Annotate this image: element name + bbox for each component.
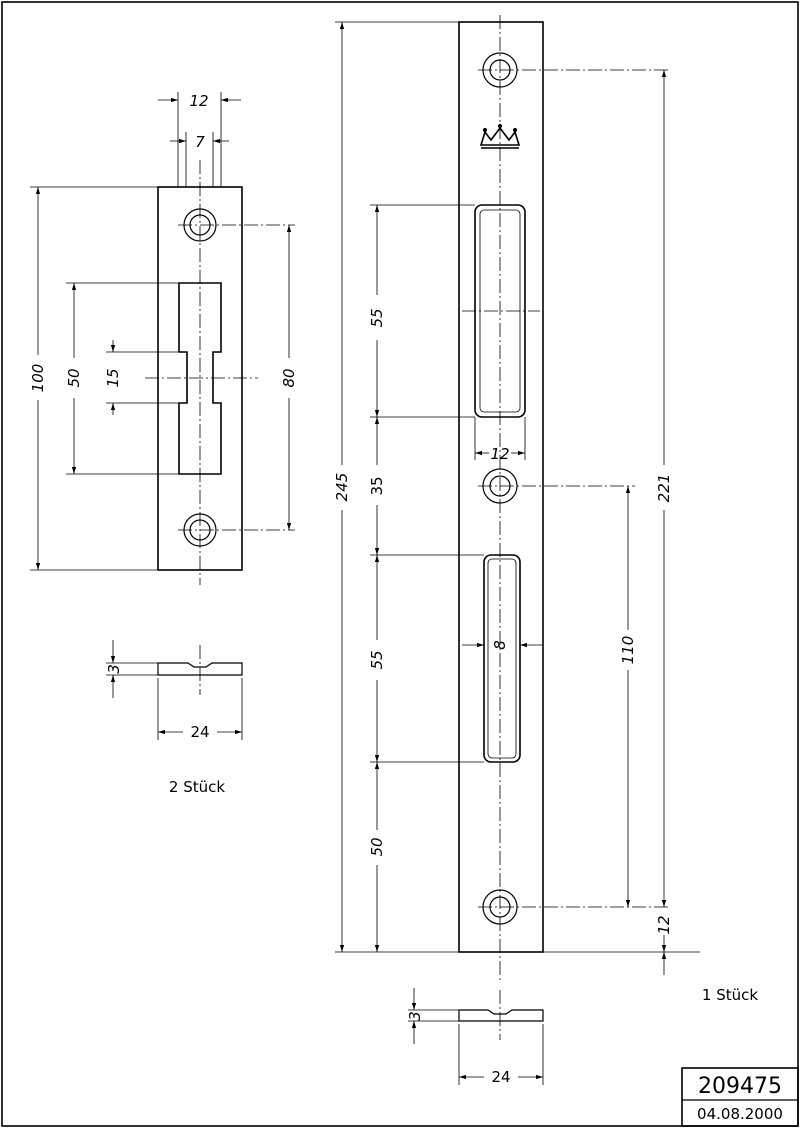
- drawing-number: 209475: [698, 1074, 782, 1099]
- long-section-profile: [458, 1009, 544, 1022]
- long-plate-view: 245 55 35 55 50 12 8 221 110: [333, 15, 700, 980]
- dim-small-height: 100: [29, 364, 47, 393]
- dim-small-notch: 15: [104, 368, 122, 387]
- small-section-profile: [157, 662, 243, 676]
- dim-small-slot-width: 7: [195, 133, 205, 151]
- dim-long-thickness: 3: [406, 1011, 424, 1021]
- drawing-date: 04.08.2000: [697, 1105, 783, 1123]
- long-plate-lower-slot: [483, 554, 521, 763]
- dim-long-bottom: 50: [368, 837, 386, 856]
- dim-long-end-offset: 12: [655, 915, 673, 934]
- dim-small-thickness: 3: [105, 664, 123, 674]
- small-plate-slot: [178, 282, 222, 475]
- dim-small-width-top: 12: [189, 92, 208, 110]
- dim-long-width: 24: [491, 1068, 510, 1086]
- long-plate-quantity: 1 Stück: [702, 986, 758, 1004]
- long-plate-outline: [458, 21, 544, 953]
- dim-long-gap: 35: [368, 476, 386, 495]
- dim-small-hole-spacing: 80: [280, 368, 298, 387]
- long-plate-section: 3 24: [406, 988, 544, 1086]
- dim-long-total-length: 245: [333, 473, 351, 502]
- dim-long-hole-spacing: 110: [619, 636, 637, 665]
- dim-small-width: 24: [190, 723, 209, 741]
- dim-long-lower-slot: 55: [368, 650, 386, 669]
- small-plate-quantity: 2 Stück: [169, 778, 225, 796]
- small-plate-section: 3 24: [105, 640, 243, 741]
- dim-small-slot-height: 50: [65, 368, 83, 387]
- dim-long-hole-span: 221: [655, 474, 673, 503]
- dim-long-slot-width: 12: [490, 445, 509, 463]
- dim-long-upper-slot: 55: [368, 308, 386, 327]
- small-plate-view: 12 7 100 50 15 80: [29, 92, 298, 585]
- dim-long-lower-slot-width: 8: [491, 640, 509, 650]
- title-block: 209475 04.08.2000: [681, 1067, 799, 1127]
